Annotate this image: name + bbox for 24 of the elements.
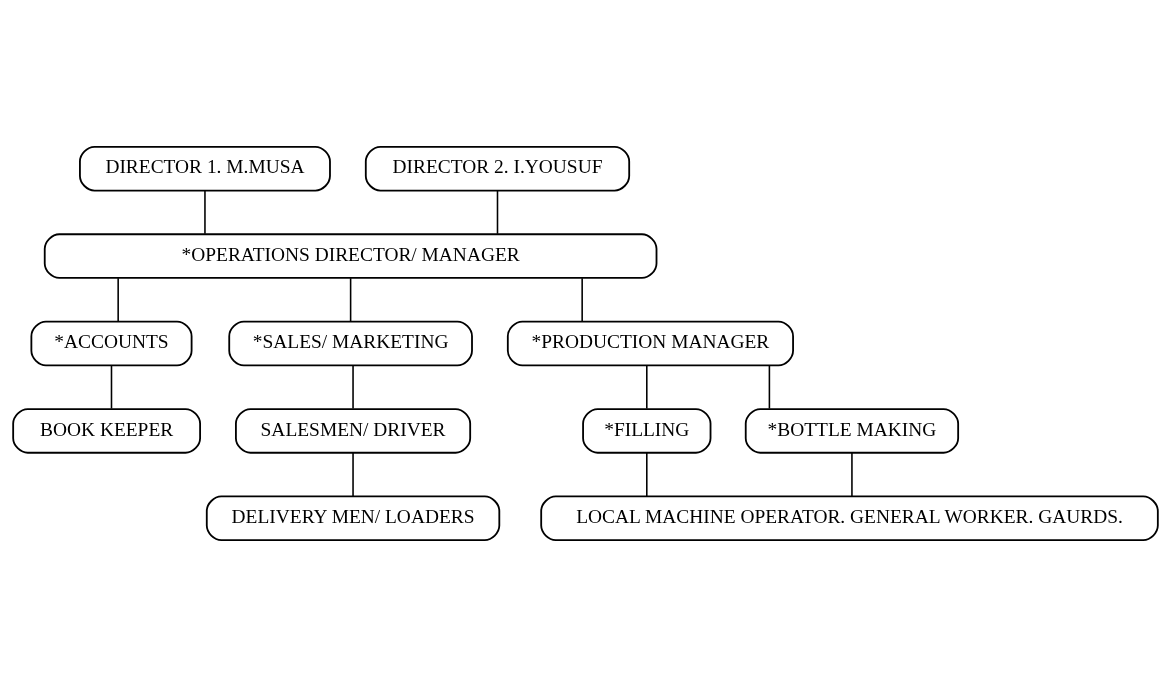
node-box: LOCAL MACHINE OPERATOR. GENERAL WORKER. GAURDS. xyxy=(540,495,1159,541)
connector xyxy=(204,189,206,235)
connector xyxy=(646,364,648,409)
connector xyxy=(646,451,648,497)
node-box: DELIVERY MEN/ LOADERS xyxy=(205,495,501,541)
node-box: *PRODUCTION MANAGER xyxy=(506,320,794,366)
connector xyxy=(581,276,583,322)
connector xyxy=(110,364,113,409)
node-box: *FILLING xyxy=(582,407,712,454)
node-box: *ACCOUNTS xyxy=(30,320,193,366)
node-box: DIRECTOR 2. I.YOUSUF xyxy=(364,145,631,191)
node-box: BOOK KEEPER xyxy=(12,407,201,454)
node-box: *SALES/ MARKETING xyxy=(228,320,473,366)
connector xyxy=(768,364,771,409)
connector xyxy=(349,276,352,322)
connector xyxy=(851,451,853,497)
node-box: SALESMEN/ DRIVER xyxy=(235,407,472,454)
connector xyxy=(117,276,119,322)
connector xyxy=(352,364,354,409)
node-box: *OPERATIONS DIRECTOR/ MANAGER xyxy=(43,232,658,279)
node-box: *BOTTLE MAKING xyxy=(744,407,960,454)
node-box: DIRECTOR 1. M.MUSA xyxy=(79,145,331,191)
connector xyxy=(496,189,499,235)
connector xyxy=(352,451,354,497)
